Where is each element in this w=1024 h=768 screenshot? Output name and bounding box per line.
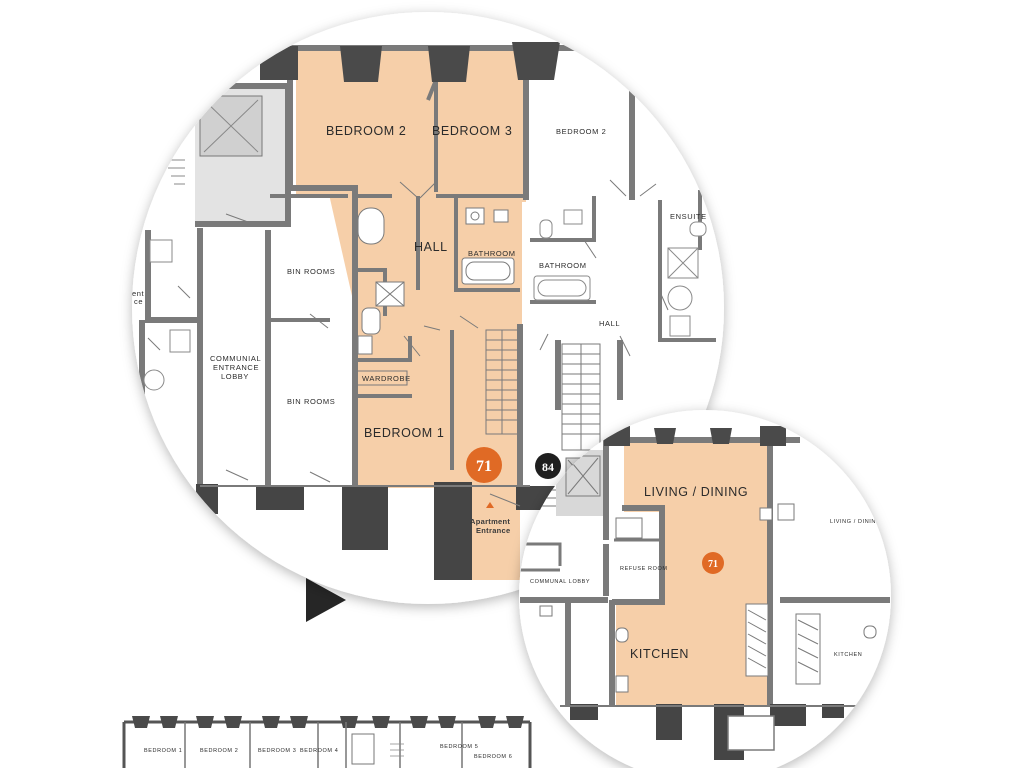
strip-label-5: BEDROOM 5	[440, 744, 478, 750]
door-swings	[147, 179, 669, 507]
lobby-label-line-3: LOBBY	[221, 372, 249, 381]
adj-bedroom-2-label: BEDROOM 2	[556, 127, 606, 136]
communal-lobby-label: COMMUNAL LOBBY	[530, 579, 590, 585]
lobby-label-line-2: ENTRANCE	[213, 363, 259, 372]
adj-living-dining-label: LIVING / DINING	[830, 519, 881, 525]
overview-strip: BEDROOM 1 BEDROOM 2 BEDROOM 3 BEDROOM 4 …	[122, 716, 534, 768]
lobby-label-line-1: COMMUNIAL	[210, 354, 261, 363]
partial-label-1: ent	[132, 289, 145, 298]
adj-hall-label: HALL	[599, 319, 620, 328]
detail-unit-71-badge: 71	[702, 552, 724, 574]
partial-label-2: ce	[134, 297, 143, 306]
bedroom-1-label: BEDROOM 1	[364, 426, 444, 440]
apartment-entrance-line-2: Entrance	[476, 526, 511, 535]
bathroom-label: BATHROOM	[468, 249, 516, 258]
strip-label-4: BEDROOM 4	[300, 748, 338, 754]
window-bays-top	[260, 42, 560, 82]
wardrobe-label: WARDROBE	[362, 374, 411, 383]
strip-label-6: BEDROOM 6	[474, 754, 512, 760]
living-dining-label: LIVING / DINING	[644, 485, 748, 499]
strip-label-1: BEDROOM 1	[144, 748, 182, 754]
detail-plan: LIVING / DINING KITCHEN COMMUNAL LOBBY R…	[520, 426, 890, 760]
unit-71-badge: 71	[466, 447, 502, 483]
detail-unit-71-badge-text: 71	[708, 559, 718, 570]
unit-84-badge-text: 84	[542, 460, 554, 474]
adj-kitchen-label: KITCHEN	[834, 652, 862, 658]
bedroom-3-label: BEDROOM 3	[432, 124, 512, 138]
bathroom-fixtures	[357, 207, 515, 355]
pointer-wedge	[306, 578, 346, 622]
unit-71-badge-text: 71	[476, 458, 492, 475]
bin-rooms-top-label: BIN ROOMS	[287, 267, 335, 276]
unit-84-badge: 84	[535, 453, 561, 479]
strip-label-2: BEDROOM 2	[200, 748, 238, 754]
hall-label: HALL	[414, 240, 448, 254]
window-bays-bottom	[196, 482, 558, 580]
refuse-room-label: REFUSE ROOM	[620, 566, 668, 572]
strip-label-3: BEDROOM 3	[258, 748, 296, 754]
main-plan: BEDROOM 2 BEDROOM 3 HALL BATHROOM WARDRO…	[132, 42, 716, 580]
adj-bathroom-label: BATHROOM	[539, 261, 587, 270]
bin-rooms-bottom-label: BIN ROOMS	[287, 397, 335, 406]
bedroom-2-label: BEDROOM 2	[326, 124, 406, 138]
stairs-71	[485, 329, 519, 435]
entrance-arrow	[486, 502, 494, 508]
adj-ensuite-label: ENSUITE	[670, 212, 707, 221]
apartment-entrance-line-1: Apartment	[470, 517, 510, 526]
kitchen-label: KITCHEN	[630, 647, 689, 661]
